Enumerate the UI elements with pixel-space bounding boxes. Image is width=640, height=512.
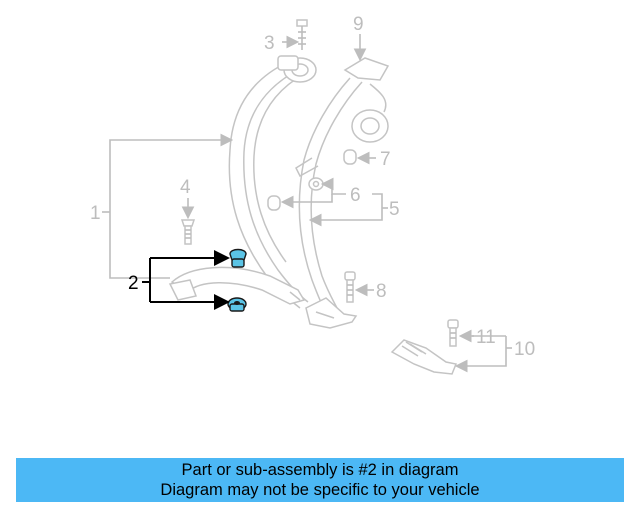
grommet-7 <box>343 149 357 165</box>
callout-9: 9 <box>353 14 364 35</box>
callout-3: 3 <box>264 33 275 54</box>
callout-11: 11 <box>476 327 496 348</box>
callout-2: 2 <box>128 273 139 294</box>
bolt-8 <box>344 271 356 303</box>
bolt-3 <box>296 19 308 50</box>
banner-line-1: Part or sub-assembly is #2 in diagram <box>181 461 459 479</box>
highlighted-cap-upper <box>229 248 247 268</box>
clip-6-upper <box>308 177 324 191</box>
callout-4: 4 <box>180 177 191 198</box>
right-seat-belt-assembly <box>295 57 390 329</box>
callout-5: 5 <box>389 199 400 220</box>
highlighted-cap-lower <box>227 297 247 312</box>
callout-8: 8 <box>376 281 387 302</box>
banner-line-2: Diagram may not be specific to your vehi… <box>160 481 480 499</box>
callout-1: 1 <box>90 203 101 224</box>
buckle-10 <box>390 339 458 375</box>
callout-6: 6 <box>350 185 361 206</box>
callout-10: 10 <box>514 339 535 360</box>
info-banner: Part or sub-assembly is #2 in diagram Di… <box>16 458 624 502</box>
callout-7: 7 <box>380 149 391 170</box>
lower-buckle-strap <box>168 266 306 305</box>
upper-anchor <box>277 55 317 83</box>
clip-6-lower <box>267 195 281 211</box>
bolt-11 <box>447 319 459 347</box>
screw-4 <box>180 219 196 245</box>
parts-diagram: 1 2 3 4 5 6 7 8 9 10 11 <box>90 14 535 375</box>
leader-lines <box>102 34 512 373</box>
